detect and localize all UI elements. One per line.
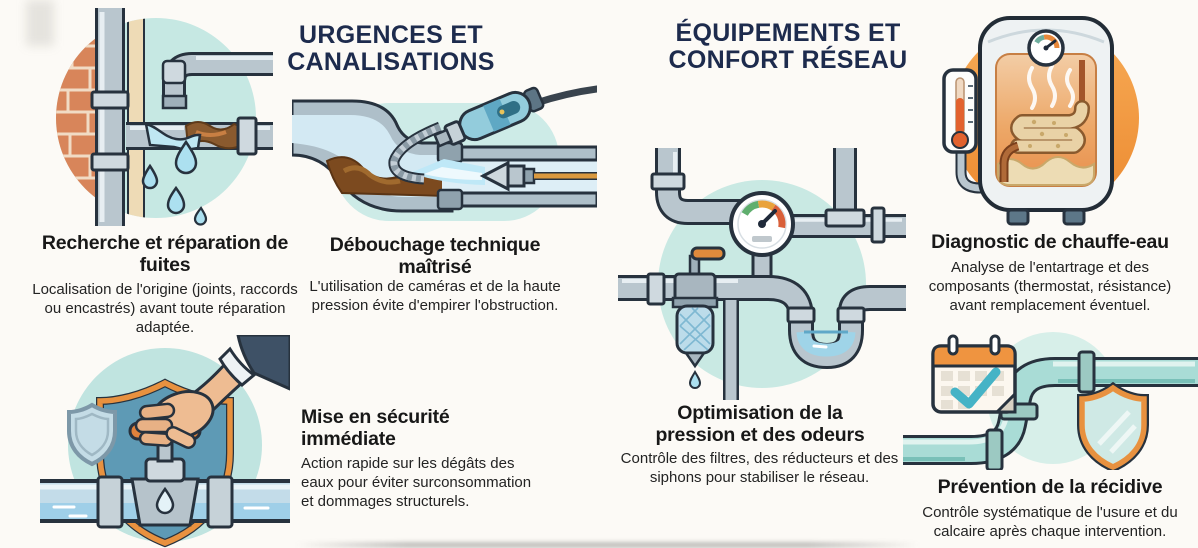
- steam-icon: [1027, 64, 1075, 110]
- leaking-pipe-illustration: [38, 6, 273, 228]
- valve-body-icon: [96, 433, 234, 529]
- vertical-pipe-icon: [90, 8, 130, 226]
- water-heater-icon: [942, 16, 1139, 226]
- elbow-pipe-icon: [161, 52, 273, 110]
- shield-icon: [1077, 381, 1149, 470]
- drip-icon: [688, 370, 702, 389]
- section-body-leak: Localisation de l'origine (joints, racco…: [32, 281, 298, 337]
- section-body-pressure: Contrôle des filtres, des réducteurs et …: [620, 450, 899, 487]
- valve-shutoff-illustration: [40, 335, 290, 548]
- suit-sleeve-icon: [218, 335, 290, 391]
- tee-pipe-icon: [780, 148, 906, 244]
- leaking-pipe-icon: [56, 8, 273, 226]
- pressure-jet-icon: [410, 159, 597, 192]
- filter-lever-icon: [690, 246, 726, 261]
- water-filter-icon: [671, 246, 726, 389]
- pressure-network-illustration: [618, 148, 906, 400]
- water-heater-illustration: [918, 4, 1173, 232]
- elbow-pipe-icon: [650, 148, 744, 225]
- section-body-unclog: L'utilisation de caméras et de la haute …: [309, 278, 561, 315]
- drop-emblem-icon: [155, 486, 175, 515]
- tank-icon: [978, 16, 1114, 212]
- section-title-leak: Recherche et réparation de fuites: [41, 232, 289, 277]
- prevention-icon: [903, 332, 1198, 470]
- section-body-heater: Analyse de l'entartrage et des composant…: [928, 259, 1172, 315]
- section-body-prevention: Contrôle systématique de l'usure et du c…: [922, 504, 1178, 541]
- siphon-pipe-icon: [618, 275, 906, 370]
- water-drops-icon: [141, 122, 208, 226]
- section-body-secure: Action rapide sur les dégâts des eaux po…: [301, 455, 532, 511]
- heating-element-icon: [999, 60, 1090, 182]
- section-title-pressure: Optimisation de la pression et des odeur…: [655, 402, 865, 447]
- sediment-icon: [997, 156, 1095, 186]
- pressure-network-icon: [618, 148, 906, 400]
- camera-device-icon: [388, 85, 597, 185]
- drain-camera-illustration: [292, 85, 597, 233]
- section-title-secure: Mise en sécurité immédiate: [301, 406, 450, 451]
- thermometer-icon: [942, 68, 978, 154]
- tank-gauge-icon: [1027, 29, 1065, 67]
- checkmark-icon: [950, 367, 1001, 409]
- small-shield-icon: [67, 402, 117, 467]
- bottom-shadow: [295, 542, 920, 548]
- calendar-check-icon: [931, 334, 1017, 414]
- hand-icon: [134, 360, 247, 449]
- prevention-illustration: [903, 328, 1198, 470]
- pressure-gauge-icon: [729, 191, 795, 257]
- valve-shutoff-icon: [40, 335, 290, 548]
- drain-camera-icon: [292, 85, 597, 221]
- background-smudge: [26, 0, 54, 46]
- header-urgences: URGENCES ET CANALISATIONS: [287, 21, 495, 76]
- section-title-prevention: Prévention de la récidive: [937, 476, 1163, 498]
- trap-water-icon: [796, 331, 856, 357]
- section-title-heater: Diagnostic de chauffe-eau: [931, 231, 1169, 253]
- header-equipements: ÉQUIPEMENTS ET CONFORT RÉSEAU: [668, 19, 908, 74]
- section-title-unclog: Débouchage technique maîtrisé: [329, 234, 541, 279]
